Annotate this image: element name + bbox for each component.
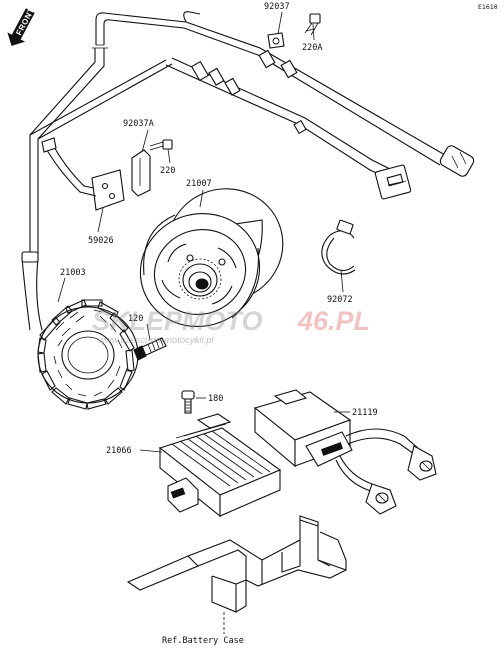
watermark-brand-part1: SKLEPMOTO <box>92 306 263 336</box>
regulator-rectifier <box>158 413 282 518</box>
reference-battery-case-label: Ref.Battery Case <box>162 636 244 646</box>
label-92072: 92072 <box>327 295 353 305</box>
label-21066: 21066 <box>106 446 132 456</box>
watermark-tagline: www.czesci-do-motocykli.pl <box>98 335 214 346</box>
bracket-92037-top <box>267 32 285 49</box>
watermark-brand-part2: 46.PL <box>297 306 370 336</box>
connector-left-icon <box>365 483 397 515</box>
label-92037-top: 92037 <box>264 2 290 12</box>
diagram-code: E1610 <box>478 3 498 11</box>
label-120: 120 <box>128 314 143 324</box>
bracket-92037A <box>131 149 151 197</box>
band-clamp-92072 <box>321 219 356 275</box>
bolt-120-icon <box>133 337 167 361</box>
label-220A: 220A <box>302 43 322 53</box>
label-21119: 21119 <box>352 408 378 418</box>
battery-case-bracket <box>126 515 347 634</box>
harness-round-connector <box>439 145 475 177</box>
bolt-220-icon <box>149 139 173 151</box>
wire-harness <box>21 11 475 331</box>
label-92037A: 92037A <box>123 119 154 129</box>
connector-right-icon <box>407 445 437 481</box>
rotor-flywheel <box>139 188 284 328</box>
watermark-logo: SKLEPMOTO 46.PL www.czesci-do-motocykli.… <box>92 306 370 346</box>
label-180: 180 <box>208 394 223 404</box>
front-arrow-icon: FRONT <box>7 6 36 46</box>
label-220: 220 <box>160 166 175 176</box>
electronic-box-21119 <box>253 389 437 515</box>
bolt-220A-icon <box>304 13 321 36</box>
wire-sleeve-end <box>21 251 39 263</box>
label-21003: 21003 <box>60 268 86 278</box>
leader-lines <box>57 11 350 453</box>
label-21007: 21007 <box>186 179 212 189</box>
harness-square-connector <box>374 164 412 200</box>
stator <box>37 299 139 410</box>
bolt-180-icon <box>181 390 195 414</box>
holder-59026 <box>41 137 125 211</box>
front-label: FRONT <box>14 6 36 37</box>
label-59026: 59026 <box>88 236 114 246</box>
